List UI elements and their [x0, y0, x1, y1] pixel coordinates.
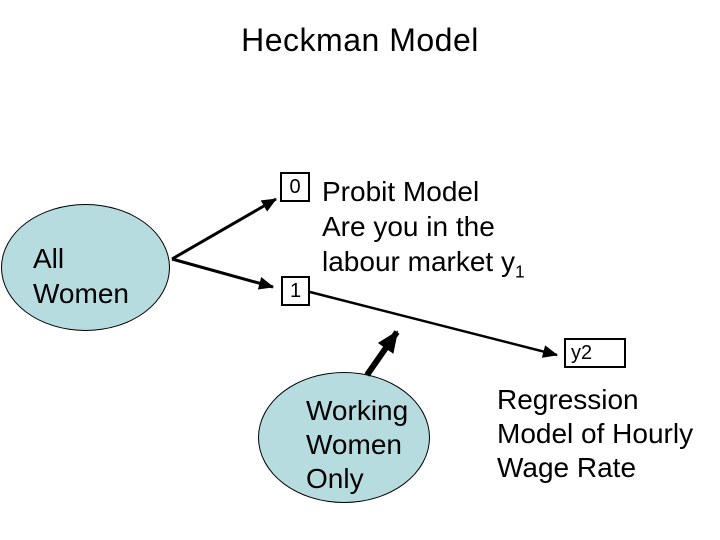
probit-line-3-subscript: 1 [514, 261, 525, 282]
node-box-1-label: 1 [289, 279, 302, 302]
probit-line-3: labour market y1 [322, 244, 525, 290]
probit-line-1: Probit Model [322, 176, 480, 207]
node-all-women-ellipse: All Women [1, 204, 170, 331]
regression-model-text: Regression Model of Hourly Wage Rate [497, 384, 694, 483]
probit-model-text: Probit Model Are you in the labour marke… [322, 174, 525, 290]
node-box-0-label: 0 [289, 175, 301, 198]
node-box-1: 1 [281, 276, 310, 306]
arrow-working-women-to-selection-line [364, 330, 400, 377]
probit-line-2: Are you in the [322, 211, 495, 242]
arrow-box1-to-y2 [309, 290, 558, 358]
arrow-all-women-to-box1 [171, 257, 274, 290]
node-working-women-label: Working Women Only [306, 395, 409, 494]
probit-line-3-main: labour market y [322, 246, 515, 277]
node-all-women-label: All Women [33, 243, 129, 309]
node-y2-label: y2 [571, 341, 593, 364]
node-y2-box: y2 [564, 338, 626, 368]
node-box-0: 0 [280, 172, 310, 202]
slide-title: Heckman Model [241, 22, 479, 58]
arrow-all-women-to-box0 [171, 197, 277, 261]
node-working-women-ellipse: Working Women Only [258, 372, 430, 503]
